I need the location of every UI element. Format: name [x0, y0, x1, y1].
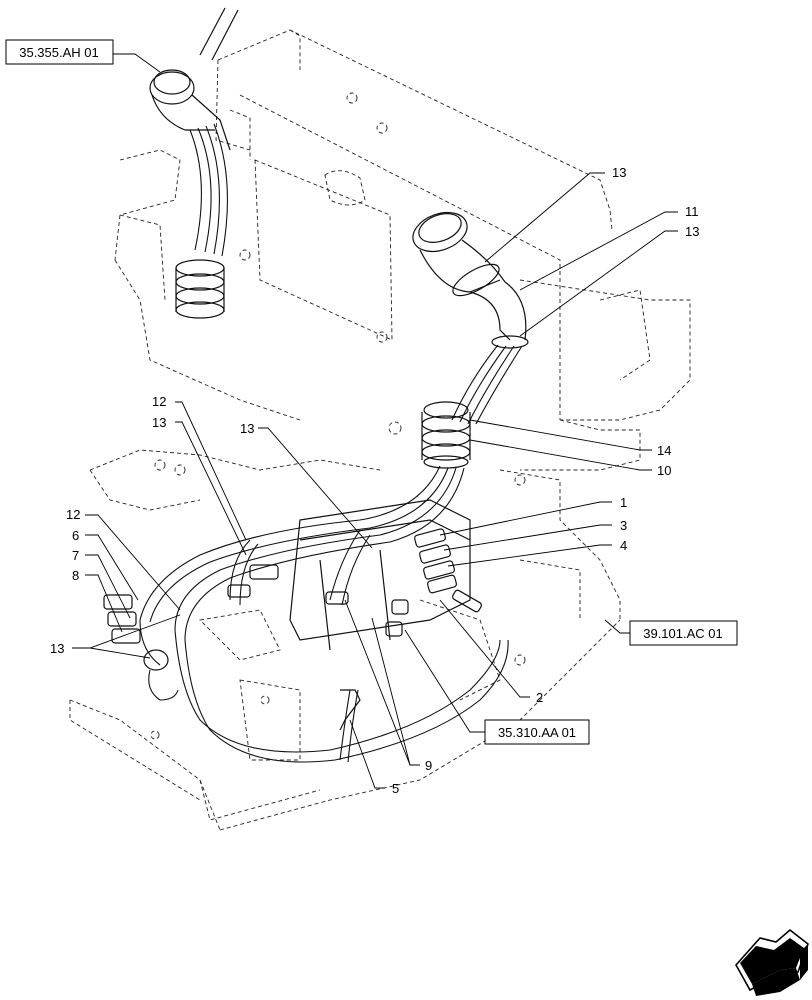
reference-box-35-310[interactable]: 35.310.AA 01 — [484, 719, 590, 745]
leader-lines — [72, 53, 678, 789]
hose-bundle — [139, 465, 509, 763]
reference-box-39-101[interactable]: 39.101.AC 01 — [629, 620, 738, 646]
callout-13: 13 — [50, 641, 64, 656]
callout-13: 13 — [152, 415, 166, 430]
callout-7: 7 — [72, 548, 79, 563]
right-joystick-assembly — [412, 211, 529, 425]
callout-10: 10 — [657, 463, 671, 478]
callout-4: 4 — [620, 538, 627, 553]
control-valve-block — [103, 499, 482, 731]
callout-13: 13 — [685, 224, 699, 239]
callout-12: 12 — [66, 507, 80, 522]
next-page-arrow-icon[interactable] — [735, 928, 809, 996]
callout-9: 9 — [425, 758, 432, 773]
callout-13: 13 — [612, 165, 626, 180]
reference-label: 35.355.AH 01 — [19, 45, 99, 60]
callout-12: 12 — [152, 394, 166, 409]
callout-11: 11 — [685, 204, 699, 219]
callout-labels: 13 11 13 14 10 12 13 13 1 3 4 12 6 7 8 1… — [50, 165, 699, 796]
reference-label: 39.101.AC 01 — [643, 626, 723, 641]
callout-13: 13 — [240, 421, 254, 436]
callout-5: 5 — [392, 781, 399, 796]
callout-1: 1 — [620, 495, 627, 510]
callout-3: 3 — [620, 518, 627, 533]
callout-8: 8 — [72, 568, 79, 583]
callout-2: 2 — [536, 690, 543, 705]
callout-14: 14 — [657, 443, 671, 458]
reference-label: 35.310.AA 01 — [498, 725, 576, 740]
floor-grommet — [421, 401, 471, 469]
callout-6: 6 — [72, 528, 79, 543]
left-joystick-assembly — [149, 7, 239, 319]
machine-frame-outline — [69, 29, 691, 831]
reference-box-35-355[interactable]: 35.355.AH 01 — [5, 39, 114, 65]
